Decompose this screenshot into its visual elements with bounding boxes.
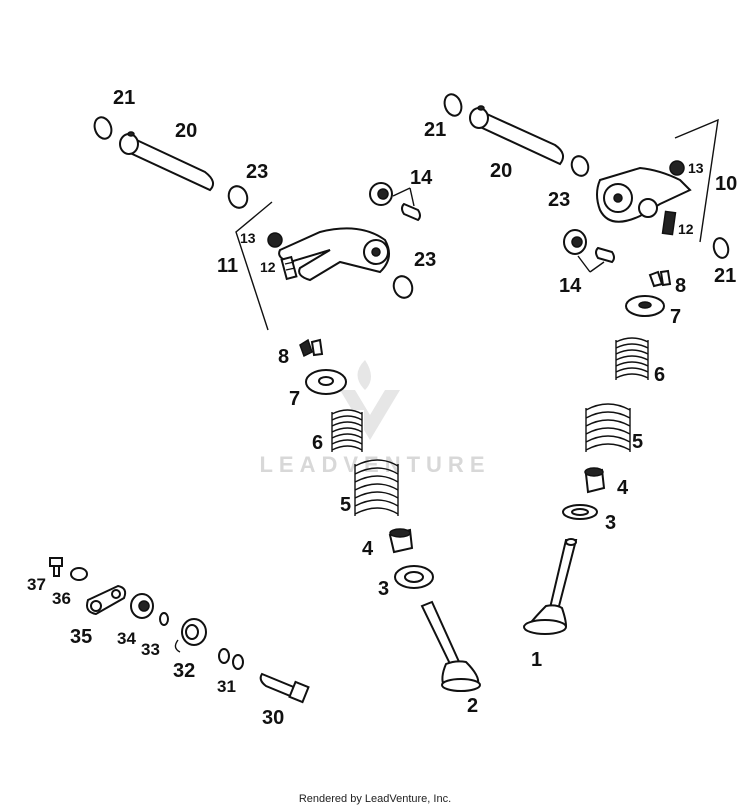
right-rocker-shaft-assembly bbox=[443, 93, 730, 635]
callout-5: 5 bbox=[632, 431, 643, 453]
watermark-text: LEADVENTURE bbox=[259, 452, 490, 477]
callout-23: 23 bbox=[246, 161, 268, 183]
callout-34: 34 bbox=[117, 629, 136, 648]
callout-5: 5 bbox=[340, 494, 351, 516]
nut-13-left bbox=[267, 232, 283, 248]
spring-seat-3-right bbox=[562, 504, 598, 520]
valve-seal-4-right bbox=[584, 467, 606, 494]
bushing-34 bbox=[130, 593, 154, 619]
callout-6: 6 bbox=[654, 364, 665, 386]
callout-23: 23 bbox=[414, 249, 436, 271]
o-ring-21-left bbox=[93, 116, 113, 140]
callout-14: 14 bbox=[559, 275, 582, 297]
callout-3: 3 bbox=[605, 512, 616, 534]
callout-8: 8 bbox=[675, 275, 686, 297]
decompressor-shaft-30 bbox=[259, 672, 310, 704]
callout-11: 11 bbox=[217, 255, 238, 277]
roller-bearing-14-right bbox=[563, 229, 615, 264]
rocker-shaft-20-left bbox=[119, 131, 215, 192]
callout-1: 1 bbox=[531, 649, 542, 671]
callout-14: 14 bbox=[410, 167, 433, 189]
o-ring-33 bbox=[159, 612, 169, 626]
o-ring-23-left-b bbox=[392, 275, 414, 299]
roller-bearing-14-left bbox=[369, 182, 421, 222]
watermark: LEADVENTURE bbox=[259, 360, 490, 477]
washer-36 bbox=[70, 567, 88, 581]
o-ring-23-right bbox=[570, 155, 590, 177]
rocker-shaft-20-right bbox=[469, 105, 565, 166]
outer-spring-5-right bbox=[585, 403, 631, 452]
o-ring-21-right-b bbox=[712, 237, 730, 259]
callout-8: 8 bbox=[278, 346, 289, 368]
spring-retainer-7-left bbox=[305, 369, 347, 395]
callout-12: 12 bbox=[678, 221, 694, 237]
bracket-line-10 bbox=[674, 118, 719, 243]
leader-14-left bbox=[392, 187, 415, 207]
callout-36: 36 bbox=[52, 589, 71, 608]
bolt-37 bbox=[49, 557, 63, 577]
callout-35: 35 bbox=[70, 626, 92, 648]
callout-6: 6 bbox=[312, 432, 323, 454]
o-rings-31 bbox=[218, 648, 244, 670]
callout-12: 12 bbox=[260, 259, 276, 275]
callout-7: 7 bbox=[670, 306, 681, 328]
callout-21: 21 bbox=[113, 87, 135, 109]
valve-1-right bbox=[523, 538, 578, 635]
callout-31: 31 bbox=[217, 677, 236, 696]
callout-20: 20 bbox=[175, 120, 197, 142]
callout-3: 3 bbox=[378, 578, 389, 600]
adjust-screw-12-left bbox=[280, 255, 298, 281]
seal-32 bbox=[174, 618, 207, 653]
callout-20: 20 bbox=[490, 160, 512, 182]
callout-2: 2 bbox=[467, 695, 478, 717]
spring-seat-3-left bbox=[394, 565, 434, 589]
bracket-line-11 bbox=[235, 201, 273, 331]
spring-retainer-7-right bbox=[625, 295, 665, 317]
callout-33: 33 bbox=[141, 640, 160, 659]
callout-13: 13 bbox=[240, 230, 256, 246]
decompressor-parts bbox=[49, 557, 310, 704]
callout-13: 13 bbox=[688, 160, 704, 176]
valve-keepers-8-right bbox=[648, 269, 672, 288]
valve-keepers-8-left bbox=[299, 338, 324, 358]
callout-21: 21 bbox=[424, 119, 446, 141]
lever-35 bbox=[86, 584, 127, 616]
inner-spring-6-right bbox=[615, 337, 649, 380]
callout-labels: 21 20 23 14 13 23 11 12 8 7 6 5 4 3 2 21… bbox=[27, 87, 737, 729]
o-ring-23-left-a bbox=[227, 185, 249, 209]
callout-32: 32 bbox=[173, 660, 195, 682]
footer-credit: Rendered by LeadVenture, Inc. bbox=[299, 793, 451, 805]
adjust-screw-12-right bbox=[661, 210, 677, 236]
valve-seal-4-left bbox=[388, 528, 414, 554]
valve-2-left bbox=[420, 600, 481, 692]
o-ring-21-right bbox=[443, 93, 463, 117]
callout-30: 30 bbox=[262, 707, 284, 729]
callout-37: 37 bbox=[27, 575, 46, 594]
left-rocker-shaft-assembly bbox=[93, 116, 481, 692]
leader-14-right bbox=[577, 255, 605, 273]
callout-21: 21 bbox=[714, 265, 736, 287]
inner-spring-6-left bbox=[330, 409, 364, 452]
rocker-arm-right bbox=[596, 166, 692, 223]
callout-7: 7 bbox=[289, 388, 300, 410]
callout-10: 10 bbox=[715, 173, 737, 195]
callout-4: 4 bbox=[617, 477, 629, 499]
nut-13-right bbox=[669, 160, 685, 176]
callout-4: 4 bbox=[362, 538, 374, 560]
callout-23: 23 bbox=[548, 189, 570, 211]
outer-spring-5-left bbox=[354, 459, 399, 516]
